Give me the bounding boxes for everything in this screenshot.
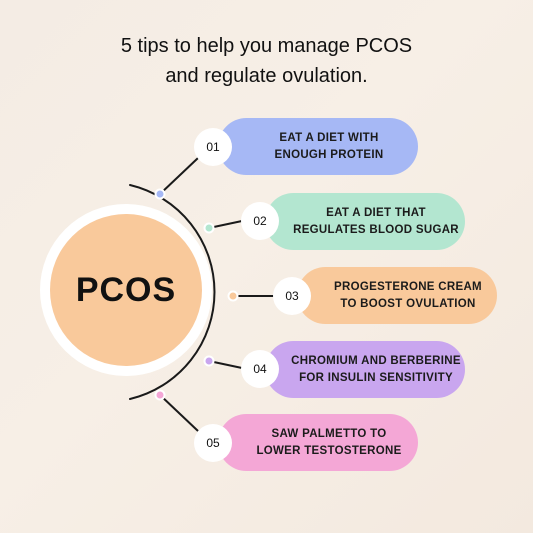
tip-number-badge-1: 01 (194, 128, 232, 166)
center-circle: PCOS (50, 214, 202, 366)
tip-card-2: EAT A DIET THAT REGULATES BLOOD SUGAR (265, 193, 465, 250)
tip-text-1: EAT A DIET WITH ENOUGH PROTEIN (274, 131, 384, 161)
page-title: 5 tips to help you manage PCOS (120, 35, 413, 57)
tip-number-1: 01 (206, 140, 220, 154)
tip-card-1: EAT A DIET WITH ENOUGH PROTEIN (218, 118, 418, 175)
tip-number-badge-4: 04 (241, 350, 279, 388)
tip-number-badge-2: 02 (241, 202, 279, 240)
connector-line-1 (159, 157, 199, 195)
connector-line-4 (208, 360, 243, 369)
tip-text-2: EAT A DIET THAT REGULATES BLOOD SUGAR (293, 206, 459, 236)
center-label: PCOS (75, 270, 177, 309)
tip-number-badge-3: 03 (273, 277, 311, 315)
page-subtitle: and regulate ovulation. (165, 65, 368, 87)
tip-text-4: CHROMIUM AND BERBERINE FOR INSULIN SENSI… (291, 354, 461, 384)
tip-text-3: PROGESTERONE CREAM TO BOOST OVULATION (334, 280, 482, 310)
tip-card-5: SAW PALMETTO TO LOWER TESTOSTERONE (218, 414, 418, 471)
tip-number-4: 04 (253, 362, 267, 376)
tip-card-4: CHROMIUM AND BERBERINE FOR INSULIN SENSI… (265, 341, 465, 398)
connector-dot-2 (203, 222, 215, 234)
connector-arc (129, 184, 216, 400)
connector-line-5 (159, 394, 199, 432)
tip-number-3: 03 (285, 289, 299, 303)
tip-number-2: 02 (253, 214, 267, 228)
connector-dot-4 (203, 355, 215, 367)
connector-line-2 (208, 220, 243, 229)
tip-text-5: SAW PALMETTO TO LOWER TESTOSTERONE (256, 427, 402, 457)
connector-dot-5 (154, 389, 166, 401)
tip-number-5: 05 (206, 436, 220, 450)
tip-card-3: PROGESTERONE CREAM TO BOOST OVULATION (297, 267, 497, 324)
connector-dot-3 (227, 290, 239, 302)
tip-number-badge-5: 05 (194, 424, 232, 462)
connector-dot-1 (154, 188, 166, 200)
